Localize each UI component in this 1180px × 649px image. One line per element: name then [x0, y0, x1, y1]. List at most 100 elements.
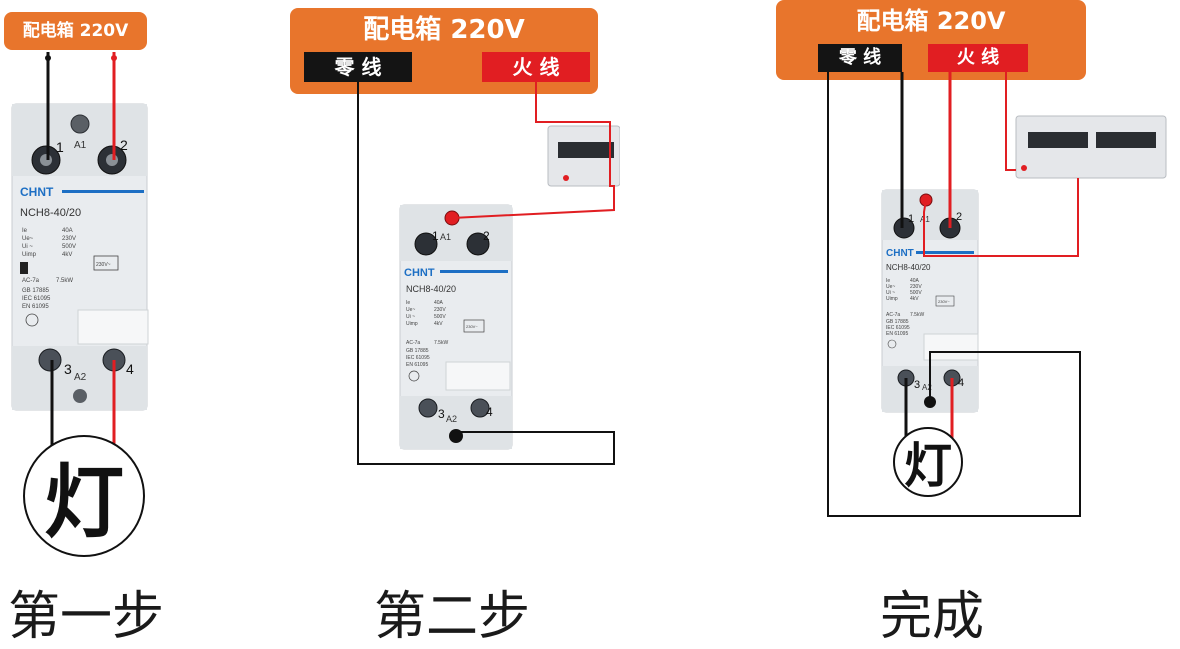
model-label: NCH8-40/20: [20, 207, 81, 219]
spec-ue: Ue~: [886, 284, 895, 290]
terminal-3-label: 3: [914, 379, 920, 391]
lamp-circle: [893, 427, 963, 497]
brand-label: CHNT: [886, 248, 914, 259]
coil-symbol: [93, 255, 119, 271]
live-wire-to-a1: [451, 82, 615, 219]
contactor-window: [923, 333, 979, 361]
timer-output-wire-to-a1: [923, 178, 1079, 257]
timer-led: [1021, 165, 1027, 171]
standard-gb: GB 17885: [406, 348, 429, 354]
step1-diagram: A1 1 2 CHNT NCH8-40/20 Ie 40A Ue~ 230V U…: [11, 52, 149, 557]
rating-ac7a: AC-7a: [22, 278, 40, 284]
step1-panel: 配电箱 220V A1 1 2 CHNT NCH8-40/20 Ie 40A U…: [0, 0, 200, 560]
coil-label: 230V~: [938, 299, 950, 304]
terminal-1-screw: [893, 217, 915, 239]
spec-uimp-value: 4kV: [910, 296, 919, 302]
spec-ui-value: 500V: [62, 244, 76, 250]
terminal-1-label: 1: [56, 139, 64, 155]
timer-terminal-strip: [558, 142, 614, 158]
timer-led: [563, 175, 569, 181]
standard-iec: IEC 61095: [22, 296, 51, 302]
step2-diagram: A1 1 2 CHNT NCH8-40/20 Ie 40A Ue~ 230V U…: [357, 82, 620, 465]
terminal-2-head: [106, 154, 118, 166]
spec-ie-value: 40A: [62, 228, 73, 234]
live-wire-end: [111, 55, 117, 61]
standard-gb: GB 17885: [22, 288, 50, 294]
live-line-tag: 火 线: [482, 52, 590, 82]
spec-uimp-value: 4kV: [62, 252, 72, 258]
ccc-mark-icon: [25, 313, 39, 327]
lamp-circle: [23, 435, 145, 557]
timer-terminal-strip-right: [1096, 132, 1156, 148]
done-diagram: A1 1 2 CHNT NCH8-40/20 Ie 40A Ue~ 230V U…: [827, 72, 1167, 517]
rating-kw: 7.5kW: [434, 340, 448, 346]
brand-label: CHNT: [20, 185, 54, 199]
brand-stripe: [440, 270, 508, 273]
spec-ie-value: 40A: [910, 278, 920, 284]
spec-ui: Ui ~: [886, 290, 895, 296]
spec-ie: Ie: [406, 300, 410, 306]
brand-stripe: [916, 251, 974, 254]
standard-en: EN 61095: [886, 331, 908, 337]
terminal-4-label: 4: [126, 361, 134, 377]
terminal-3-screw: [418, 398, 438, 418]
coil-symbol: [463, 319, 485, 333]
spec-ui-value: 500V: [910, 290, 922, 296]
terminal-1-label: 1: [908, 213, 914, 225]
ccc-mark-icon: [887, 339, 897, 349]
spec-ie: Ie: [886, 278, 890, 284]
neutral-wire-to-a2: [357, 82, 615, 465]
indicator-window: [20, 262, 28, 274]
terminal-3-label: 3: [438, 407, 445, 421]
neutral-line-tag: 零 线: [304, 52, 412, 82]
spec-ue-value: 230V: [62, 236, 76, 242]
terminal-1-label: 1: [432, 229, 439, 243]
model-label: NCH8-40/20: [406, 284, 456, 294]
terminal-3-label: 3: [64, 361, 72, 377]
spec-ue-value: 230V: [910, 284, 922, 290]
model-label: NCH8-40/20: [886, 263, 931, 272]
terminal-a1-label: A1: [74, 140, 87, 151]
neutral-line-tag: 零 线: [818, 44, 902, 72]
distribution-box-header: 配电箱 220V: [4, 12, 147, 50]
coil-symbol: [935, 295, 955, 307]
step2-panel: 配电箱 220V 零 线 火 线 A1 1 2 CHNT NCH8-40/20 …: [290, 0, 620, 560]
standard-iec: IEC 61095: [886, 325, 910, 331]
contactor-window: [445, 361, 511, 391]
standard-gb: GB 17885: [886, 319, 909, 325]
spec-ie-value: 40A: [434, 300, 444, 306]
terminal-a2-label: A2: [922, 383, 932, 392]
standard-en: EN 61095: [406, 362, 428, 368]
standard-en: EN 61095: [22, 304, 49, 310]
rating-kw: 7.5kW: [910, 312, 924, 318]
spec-uimp: Uimp: [22, 252, 37, 258]
spec-uimp: Uimp: [886, 296, 898, 302]
spec-ie: Ie: [22, 228, 28, 234]
terminal-1-screw: [414, 232, 438, 256]
terminal-a2-label: A2: [446, 414, 457, 424]
rating-kw: 7.5kW: [56, 278, 73, 284]
live-wire-to-timer: [1005, 72, 1016, 171]
terminal-4-label: 4: [486, 405, 493, 419]
terminal-a2-label: A2: [74, 372, 87, 383]
a1-screw: [70, 114, 90, 134]
rating-ac7a: AC-7a: [406, 340, 420, 346]
spec-ui: Ui ~: [406, 314, 415, 320]
a2-screw: [73, 389, 87, 403]
done-caption: 完成: [880, 587, 985, 647]
spec-ue: Ue~: [406, 307, 415, 313]
step2-caption: 第二步: [374, 587, 531, 647]
timer-module: [1015, 115, 1167, 179]
step1-caption: 第一步: [8, 587, 165, 647]
terminal-1-head: [40, 154, 52, 166]
terminal-2-label: 2: [120, 137, 128, 153]
brand-stripe: [62, 190, 144, 193]
spec-ue-value: 230V: [434, 307, 446, 313]
spec-uimp-value: 4kV: [434, 321, 443, 327]
spec-ue: Ue~: [22, 236, 34, 242]
terminal-2-screw: [466, 232, 490, 256]
brand-label: CHNT: [404, 267, 435, 279]
done-panel: 配电箱 220V 零 线 火 线 A1 1 2 CHNT NCH8-40/20 …: [776, 0, 1180, 560]
live-line-tag: 火 线: [928, 44, 1028, 72]
timer-terminal-strip-left: [1028, 132, 1088, 148]
